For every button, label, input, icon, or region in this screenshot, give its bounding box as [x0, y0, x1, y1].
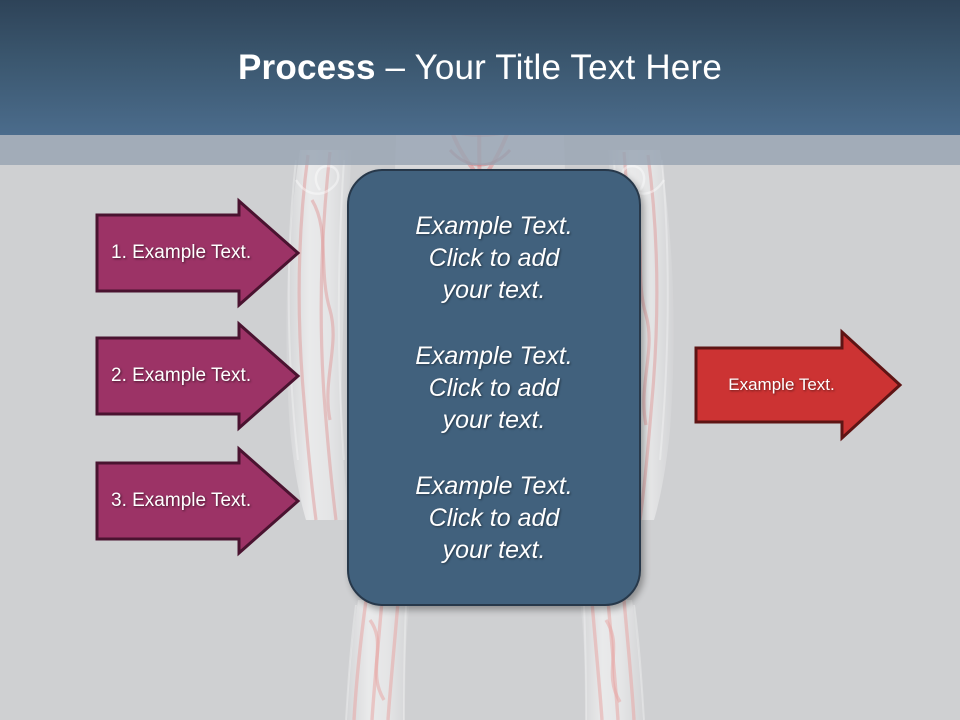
- center-paragraph-2: Example Text. Click to add your text.: [415, 341, 573, 434]
- result-arrow[interactable]: Example Text.: [694, 328, 903, 442]
- process-arrow-1[interactable]: 1. Example Text.: [95, 197, 301, 309]
- process-arrow-2[interactable]: 2. Example Text.: [95, 320, 301, 432]
- page-title-rest: – Your Title Text Here: [375, 48, 722, 87]
- center-paragraph-1: Example Text. Click to add your text.: [415, 211, 573, 304]
- page-title: Process – Your Title Text Here: [0, 46, 960, 90]
- center-paragraph-3: Example Text. Click to add your text.: [415, 471, 573, 564]
- title-banner-accent-stripe: [0, 135, 960, 165]
- center-content-box[interactable]: Example Text. Click to add your text. Ex…: [347, 169, 641, 606]
- page-title-bold-part: Process: [238, 48, 376, 87]
- process-arrow-3[interactable]: 3. Example Text.: [95, 445, 301, 557]
